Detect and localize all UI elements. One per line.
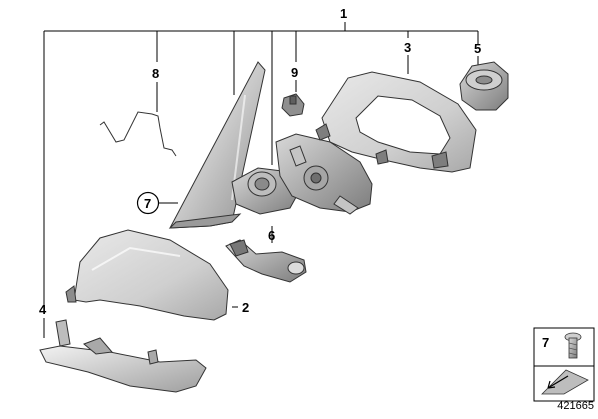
callout-4: 4 bbox=[39, 302, 47, 317]
diagram-reference-number: 421665 bbox=[557, 400, 594, 412]
callout-8: 8 bbox=[152, 66, 159, 81]
callout-2: 2 bbox=[242, 300, 249, 315]
arrow-icon bbox=[541, 369, 589, 395]
callout-1: 1 bbox=[340, 6, 347, 21]
callout-3: 3 bbox=[404, 40, 411, 55]
mirror-cap bbox=[65, 229, 229, 321]
turn-signal-bracket bbox=[225, 239, 307, 283]
callout-9: 9 bbox=[291, 65, 298, 80]
wiring-harness bbox=[99, 111, 177, 157]
mirror-frame bbox=[315, 71, 477, 173]
leader-1-bracket bbox=[43, 22, 478, 305]
adjustment-motor bbox=[459, 61, 509, 111]
callout-7: 7 bbox=[144, 196, 151, 211]
fastener-legend-box: 7 bbox=[533, 327, 595, 402]
callout-7-circle: 7 bbox=[136, 191, 160, 215]
legend-number: 7 bbox=[542, 335, 549, 350]
callout-6: 6 bbox=[268, 228, 275, 243]
callout-5: 5 bbox=[474, 41, 481, 56]
lower-trim-strip bbox=[39, 319, 207, 393]
adjuster-plate bbox=[275, 133, 373, 215]
screw-icon bbox=[564, 332, 582, 359]
leader-lines bbox=[43, 22, 479, 338]
clip-part bbox=[281, 93, 305, 117]
